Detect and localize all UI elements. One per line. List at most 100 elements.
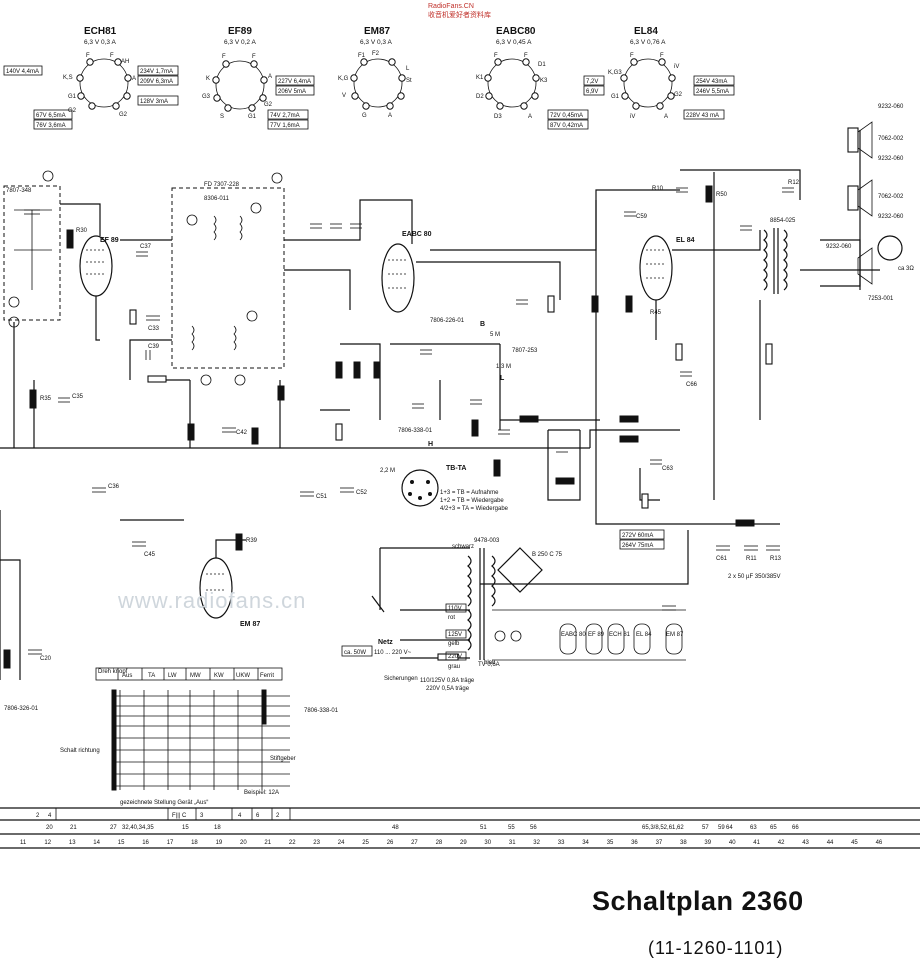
ruler-number: 30 (484, 840, 491, 846)
svg-text:KW: KW (214, 673, 224, 679)
svg-text:64: 64 (726, 825, 733, 831)
svg-text:R45: R45 (650, 310, 662, 316)
svg-text:7806-326-01: 7806-326-01 (4, 706, 39, 712)
ruler-number: 43 (802, 840, 809, 846)
mains-input: ca. 50W Netz 110 ... 220 V~ Sicherungen … (341, 544, 781, 692)
svg-text:B: B (480, 321, 485, 328)
svg-text:blau: blau (484, 660, 495, 666)
svg-text:F: F (660, 53, 664, 59)
svg-text:1+3 = TB = Aufnahme: 1+3 = TB = Aufnahme (440, 490, 499, 496)
svg-text:F: F (630, 53, 634, 59)
svg-text:F: F (494, 53, 498, 59)
svg-text:St: St (406, 78, 412, 84)
ruler-number: 36 (631, 840, 638, 846)
svg-text:234V 1,7mA: 234V 1,7mA (140, 69, 173, 75)
ruler-number: 23 (313, 840, 320, 846)
svg-text:G1: G1 (611, 94, 620, 100)
svg-text:4: 4 (48, 813, 52, 819)
svg-text:gelb: gelb (448, 641, 460, 647)
speaker-stack: 9232-060 7062-002 9232-060 7062-002 9232… (826, 104, 914, 302)
svg-text:TV 0,6A: TV 0,6A (478, 662, 500, 668)
svg-text:G2: G2 (119, 112, 128, 118)
svg-text:L: L (500, 375, 505, 382)
ruler-number: 14 (93, 840, 100, 846)
ruler-number: 37 (656, 840, 663, 846)
ruler-number: 41 (753, 840, 760, 846)
ruler-number: 34 (582, 840, 589, 846)
ruler-number: 32 (533, 840, 540, 846)
svg-text:A: A (132, 76, 136, 82)
svg-text:8854-025: 8854-025 (770, 218, 796, 224)
svg-text:EL 84: EL 84 (676, 237, 695, 244)
tb-ta-jack: TB-TA 1+3 = TB = Aufnahme 1+2 = TB = Wie… (401, 465, 509, 512)
svg-text:128V 3mA: 128V 3mA (140, 99, 168, 105)
svg-text:R12: R12 (788, 180, 800, 186)
svg-text:227V 6,4mA: 227V 6,4mA (278, 79, 311, 85)
svg-text:7806-338-01: 7806-338-01 (398, 428, 433, 434)
svg-text:59: 59 (718, 825, 725, 831)
svg-text:S: S (220, 114, 224, 120)
svg-text:65,3/8,52,61,62: 65,3/8,52,61,62 (642, 825, 684, 831)
svg-text:G2: G2 (264, 102, 273, 108)
svg-text:R35: R35 (40, 396, 52, 402)
svg-text:R13: R13 (770, 556, 782, 562)
svg-text:MW: MW (190, 673, 201, 679)
svg-text:iV: iV (674, 64, 679, 70)
svg-text:EF 89: EF 89 (100, 237, 119, 244)
svg-text:1+2 = TB = Wiedergabe: 1+2 = TB = Wiedergabe (440, 498, 504, 504)
svg-text:C66: C66 (686, 382, 698, 388)
svg-text:5 M: 5 M (490, 332, 500, 338)
svg-text:TB-TA: TB-TA (446, 465, 466, 472)
svg-text:EF89: EF89 (228, 26, 252, 37)
ruler-number: 44 (827, 840, 834, 846)
svg-text:4/2+3 = TA = Wiedergabe: 4/2+3 = TA = Wiedergabe (440, 506, 509, 512)
svg-text:2: 2 (276, 813, 280, 819)
svg-text:R39: R39 (246, 538, 258, 544)
svg-text:C35: C35 (72, 394, 84, 400)
svg-text:F1: F1 (358, 53, 366, 59)
svg-text:140V 4,4mA: 140V 4,4mA (6, 69, 39, 75)
tube-pinout-em87: EM87 6,3 V 0,3 A F1 F2 K,G L St V G A (338, 26, 412, 119)
svg-text:K,G3: K,G3 (608, 70, 622, 76)
svg-text:V: V (342, 93, 346, 99)
ruler-number: 22 (289, 840, 296, 846)
svg-text:4: 4 (238, 813, 242, 819)
svg-text:C39: C39 (148, 344, 160, 350)
svg-text:C61: C61 (716, 556, 728, 562)
svg-text:A: A (268, 74, 272, 80)
ruler-number: 26 (387, 840, 394, 846)
svg-text:LW: LW (168, 673, 177, 679)
svg-text:F: F (222, 54, 226, 60)
svg-text:77V 1,6mA: 77V 1,6mA (270, 123, 300, 129)
svg-text:9478-003: 9478-003 (474, 538, 500, 544)
svg-text:15: 15 (182, 825, 189, 831)
ruler-number: 31 (509, 840, 516, 846)
svg-text:Beispiel: 12A: Beispiel: 12A (244, 790, 279, 796)
svg-text:EL84: EL84 (634, 26, 658, 37)
svg-text:272V 60mA: 272V 60mA (622, 533, 653, 539)
svg-text:Dreh knopf: Dreh knopf (98, 669, 128, 675)
svg-text:A: A (664, 114, 668, 120)
svg-text:9232-060: 9232-060 (878, 156, 904, 162)
if-coil-box (171, 187, 285, 369)
switch-table: Dreh knopf Aus TA LW MW KW UKW Ferrit 78… (4, 667, 339, 806)
svg-text:EABC80: EABC80 (496, 26, 536, 37)
svg-text:G1: G1 (248, 114, 257, 120)
svg-text:C33: C33 (148, 326, 160, 332)
ruler-number: 27 (411, 840, 418, 846)
power-transformer: 9478-003 B 250 C 75 (371, 538, 563, 660)
svg-text:110/125V 0,8A träge: 110/125V 0,8A träge (420, 678, 475, 684)
svg-text:6,3 V 0,3 A: 6,3 V 0,3 A (360, 39, 392, 46)
svg-text:EABC 80: EABC 80 (402, 231, 432, 238)
ruler-number: 33 (558, 840, 565, 846)
svg-text:Schalt richtung: Schalt richtung (60, 748, 100, 754)
svg-text:D1: D1 (538, 62, 546, 68)
svg-text:rot: rot (448, 615, 455, 621)
ruler-number: 40 (729, 840, 736, 846)
svg-text:125V: 125V (448, 632, 462, 638)
svg-text:228V 43 mA: 228V 43 mA (686, 113, 719, 119)
svg-text:K: K (206, 76, 210, 82)
ruler-number: 38 (680, 840, 687, 846)
